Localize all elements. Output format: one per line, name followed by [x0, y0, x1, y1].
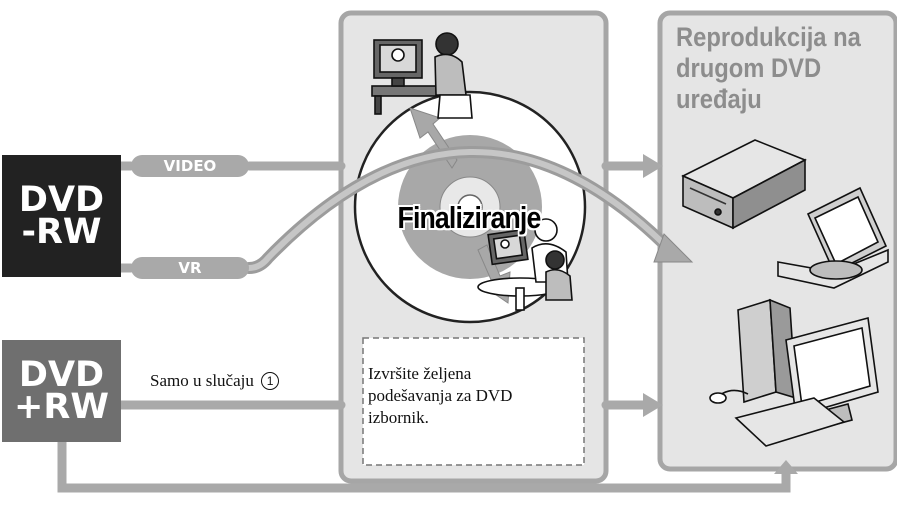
dvd-rw-line2: -RW [21, 212, 102, 252]
vr-mode-pill: VR [131, 257, 249, 279]
dvd-plus-rw-badge: DVD +RW [2, 340, 121, 442]
video-mode-pill: VIDEO [131, 155, 249, 177]
dvd-rw-badge: DVD -RW [2, 155, 121, 277]
dvd-player-icon [681, 139, 807, 230]
menu-note: Izvršite željena podešavanja za DVD izbo… [368, 364, 513, 427]
dvd-plus-rw-line2: +RW [14, 387, 109, 427]
menu-settings-box [362, 337, 585, 466]
desktop-computer-icon [709, 298, 879, 447]
dvd-rw-line1: DVD [18, 179, 105, 220]
family-watching-tv-icon [477, 218, 573, 311]
only-case-text: Samo u slučaju [150, 371, 254, 390]
arrow-to-playback-top [643, 154, 663, 178]
arrow-to-playback-bottom [643, 393, 663, 417]
finalize-label: Finaliziranje [397, 200, 542, 235]
person-watching-tv-icon [371, 32, 473, 119]
connector-lines [57, 161, 791, 493]
vr-curve-arrowhead [653, 233, 694, 263]
circled-number-one: 1 [261, 372, 280, 390]
arrow-up-bottom-loop [774, 460, 798, 474]
disc-icon [353, 90, 587, 324]
only-case-label: Samo u slučaju 1 [150, 371, 280, 391]
playback-title: Reprodukcija na drugom DVD uređaju [676, 22, 861, 114]
dvd-plus-rw-line1: DVD [18, 354, 105, 395]
portable-dvd-player-icon [777, 186, 889, 289]
